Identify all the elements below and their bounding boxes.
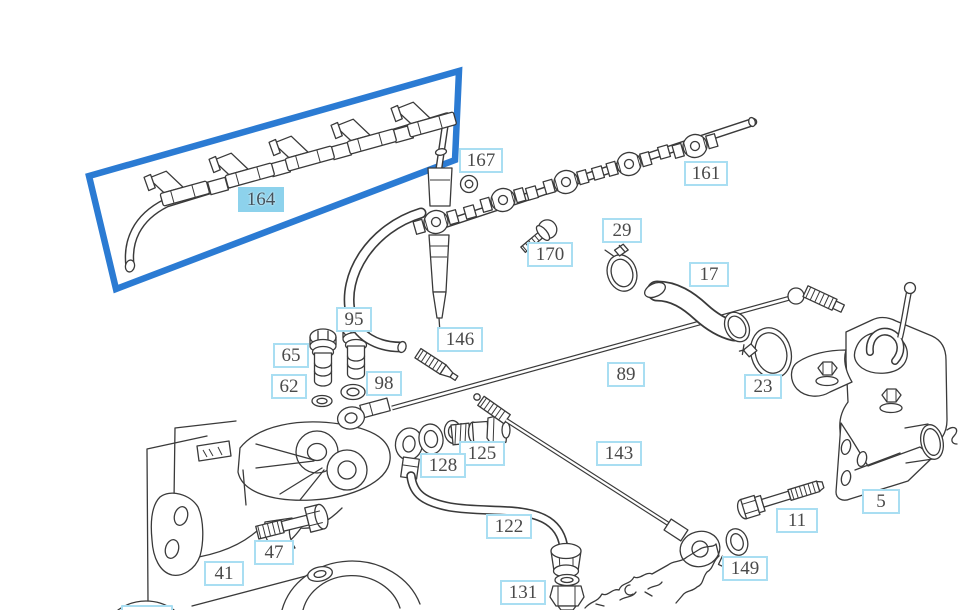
part-label-17[interactable]: 17 bbox=[689, 262, 729, 287]
part-label-143[interactable]: 143 bbox=[596, 441, 642, 466]
part-label-95[interactable]: 95 bbox=[336, 307, 372, 332]
part-62-washer bbox=[311, 394, 333, 408]
part-label-146[interactable]: 146 bbox=[437, 327, 483, 352]
part-167-nut bbox=[459, 174, 479, 194]
part-label-128[interactable]: 128 bbox=[420, 453, 466, 478]
part-label-5[interactable]: 5 bbox=[862, 489, 900, 514]
part-label-131[interactable]: 131 bbox=[500, 580, 546, 605]
part-label-122[interactable]: 122 bbox=[486, 514, 532, 539]
part-label-167[interactable]: 167 bbox=[459, 148, 503, 173]
part-23-hose-clamp bbox=[738, 327, 793, 379]
part-label-89[interactable]: 89 bbox=[607, 362, 645, 387]
part-label-125[interactable]: 125 bbox=[459, 441, 505, 466]
part-label-65[interactable]: 65 bbox=[273, 343, 309, 368]
part-131-connector bbox=[549, 573, 585, 610]
part-149-seal-ring bbox=[725, 528, 749, 556]
engine-block-sketch bbox=[584, 543, 720, 609]
part-label-11[interactable]: 11 bbox=[776, 508, 818, 533]
part-label-29[interactable]: 29 bbox=[602, 218, 642, 243]
part-5-injection-pump bbox=[790, 281, 958, 501]
part-label-161[interactable]: 161 bbox=[684, 161, 728, 186]
injector-and-leakoff-hose bbox=[343, 119, 459, 381]
view-frame-lines bbox=[117, 435, 307, 610]
part-65-bolt bbox=[309, 328, 337, 387]
part-label-170[interactable]: 170 bbox=[527, 242, 573, 267]
part-label-47[interactable]: 47 bbox=[254, 540, 294, 565]
part-29-hose-clamp bbox=[604, 243, 638, 292]
part-label-164[interactable]: 164 bbox=[238, 187, 284, 212]
part-161-fuel-line bbox=[411, 116, 758, 240]
part-11-bolt bbox=[736, 480, 825, 520]
part-47-bolt bbox=[255, 503, 329, 540]
part-17-hose bbox=[644, 280, 751, 343]
part-146-threaded-end bbox=[414, 347, 459, 381]
part-label-62[interactable]: 62 bbox=[271, 374, 307, 399]
part-label-23[interactable]: 23 bbox=[744, 374, 782, 399]
part-164-leakoff-line[interactable] bbox=[124, 90, 458, 273]
selection-highlight-box[interactable] bbox=[85, 66, 463, 294]
part-label-149[interactable]: 149 bbox=[722, 556, 768, 581]
part-143-pipe bbox=[473, 393, 740, 573]
pulley-arcs bbox=[281, 560, 421, 610]
part-41-bracket bbox=[150, 420, 391, 576]
part-98-ring bbox=[340, 383, 366, 401]
part-label-41[interactable]: 41 bbox=[204, 561, 244, 586]
part-label-98[interactable]: 98 bbox=[366, 371, 402, 396]
part-122-hose bbox=[394, 427, 582, 578]
